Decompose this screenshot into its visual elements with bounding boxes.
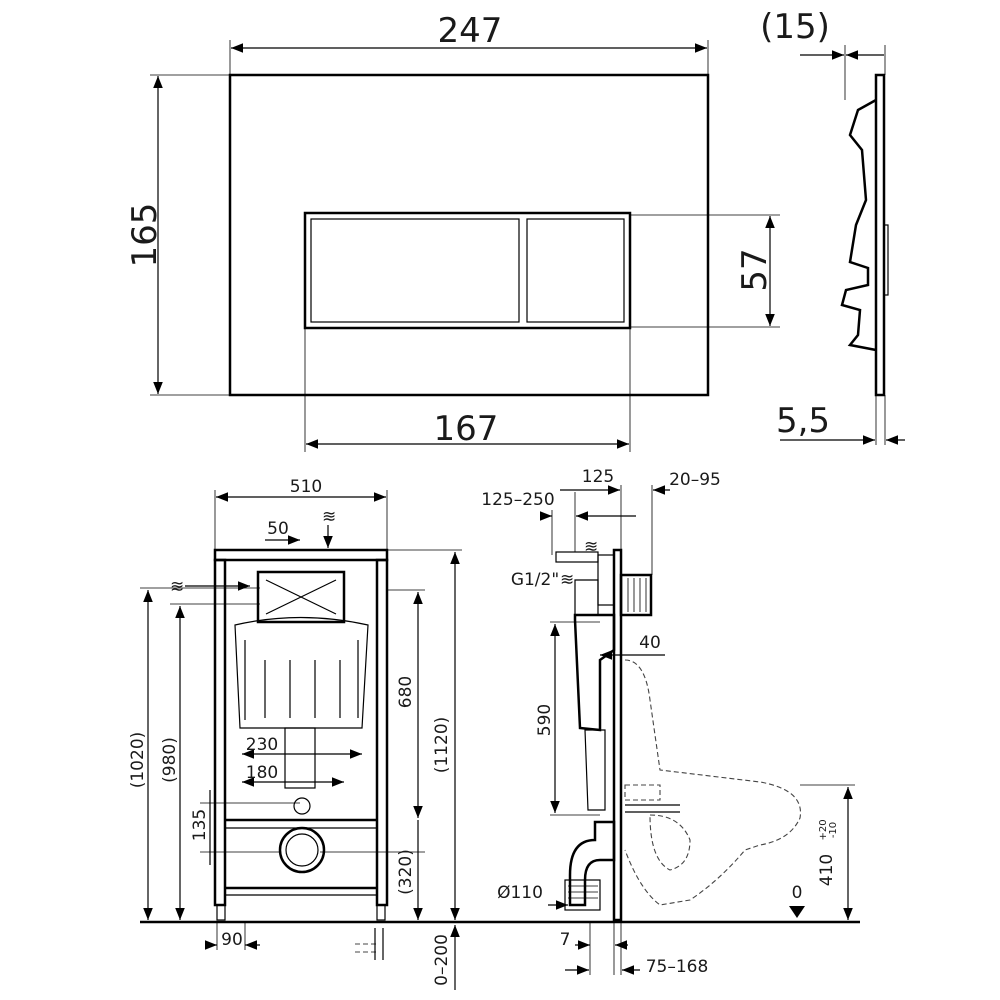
floor-level-marker-icon (789, 906, 805, 918)
inlet-thread-label: G1/2" (511, 570, 559, 590)
dim-offset-50: 50 (267, 519, 289, 539)
water-inlet-symbol: ≋ (584, 537, 598, 557)
dim-height-135: 135 (190, 809, 210, 841)
dim-height-980: (980) (160, 737, 180, 783)
dim-height-1020: (1020) (128, 732, 148, 789)
flush-plate-mount (619, 573, 653, 617)
small-flush-button (526, 218, 625, 323)
service-opening (256, 570, 346, 624)
dim-button-height: 57 (735, 248, 775, 291)
dim-foot-90: 90 (221, 930, 243, 950)
cistern (234, 616, 369, 729)
flush-plate-side: (15) 5,5 (760, 7, 905, 445)
dim-button-width: 167 (434, 409, 499, 449)
dim-height-320: (320) (396, 849, 416, 895)
dim-plate-width: 247 (438, 11, 503, 51)
dim-height-680: 680 (396, 676, 416, 708)
dim-spacing-180: 180 (246, 763, 278, 783)
dim-depth-125-250: 125–250 (481, 490, 554, 510)
large-flush-button (310, 218, 520, 323)
dim-foot-adjust: 0–200 (432, 934, 452, 986)
floor-level-label: 0 (792, 883, 803, 903)
cistern-side (573, 613, 616, 732)
dim-height-590: 590 (535, 704, 555, 736)
dim-plate-height: 165 (125, 203, 165, 268)
seat-tolerance-plus: +20 (818, 819, 829, 840)
flush-plate-front: 247 165 57 167 (125, 11, 780, 452)
toilet-outline (624, 659, 802, 906)
dim-frame-width: 510 (290, 477, 322, 497)
flush-button-frame (303, 211, 632, 330)
water-inlet-symbol: ≋ (560, 570, 574, 590)
dim-offset-7: 7 (560, 930, 571, 950)
dim-seat-height: 410 (817, 854, 837, 886)
installation-frame-front: 510 50 ≋ ≋ (1020) (980) 680 (1120) 230 1… (128, 477, 860, 990)
dim-spacing-230: 230 (246, 735, 278, 755)
dim-drain-diameter: Ø110 (497, 883, 543, 903)
dim-height-1120: (1120) (432, 717, 452, 774)
dim-depth-20-95: 20–95 (669, 470, 721, 490)
dim-offset-40: 40 (639, 633, 661, 653)
seat-tolerance-minus: -10 (828, 822, 839, 838)
water-inlet-symbol: ≋ (322, 507, 336, 527)
water-inlet-symbol: ≋ (170, 577, 184, 597)
installation-frame-side: ≋ ≋ 125 20–95 125–250 G1/2" 590 40 Ø110 … (481, 467, 855, 977)
dim-plate-depth: (15) (760, 7, 830, 47)
dim-depth-125: 125 (582, 467, 614, 487)
dim-offset-75-168: 75–168 (646, 957, 709, 977)
dim-plate-thickness: 5,5 (776, 401, 830, 441)
drain-bend (568, 820, 616, 907)
